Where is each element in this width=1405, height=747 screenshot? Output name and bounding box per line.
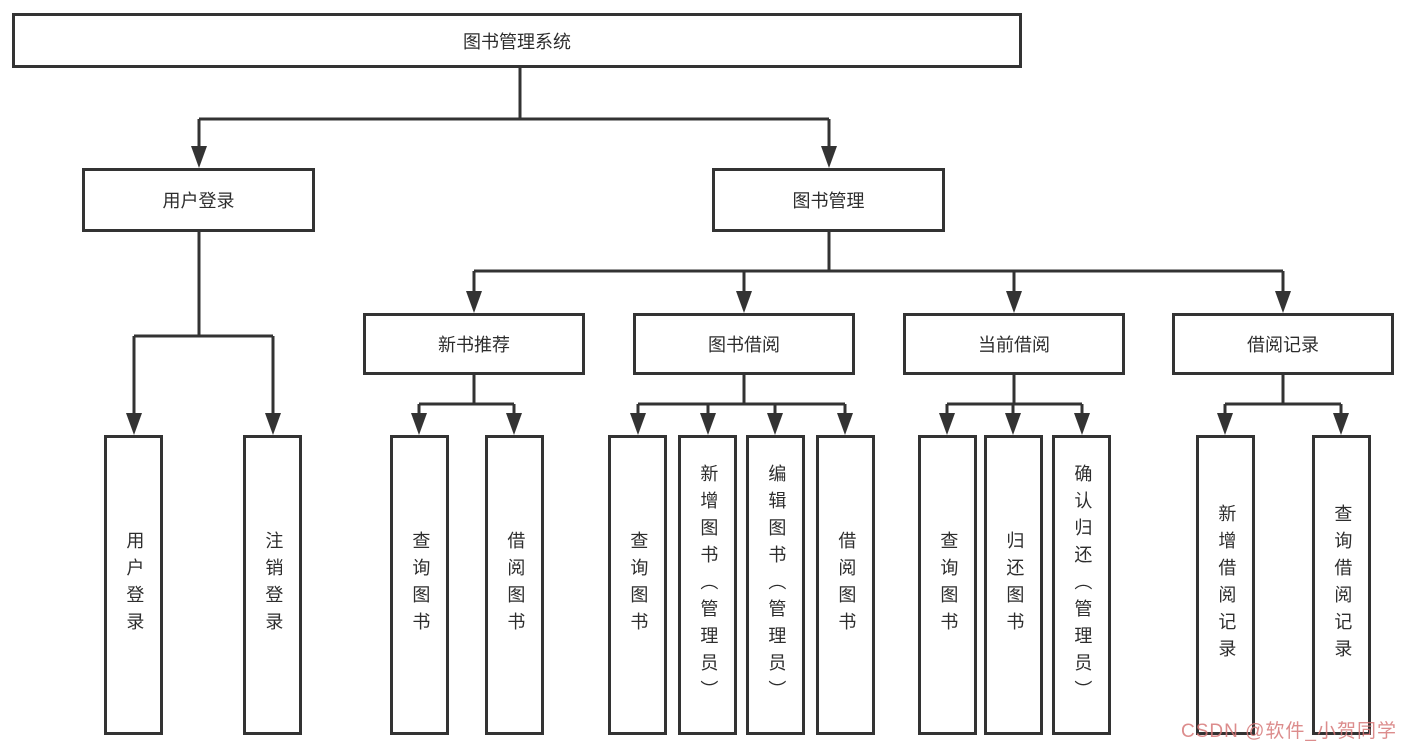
- leaf-recommend-borrow-books: 借阅图书: [485, 435, 544, 735]
- node-library-management-system: 图书管理系统: [12, 13, 1022, 68]
- leaf-current-confirm-return-admin: 确认归还（管理员）: [1052, 435, 1111, 735]
- leaf-label: 新增借阅记录: [1216, 504, 1237, 666]
- node-new-book-recommend: 新书推荐: [363, 313, 585, 375]
- connector-recommend: [411, 375, 522, 435]
- connector-borrow: [630, 375, 853, 435]
- leaf-borrow-add-books-admin: 新增图书（管理员）: [678, 435, 737, 735]
- leaf-label: 查询图书: [410, 531, 431, 639]
- leaf-label: 查询图书: [628, 531, 649, 639]
- node-borrow-record: 借阅记录: [1172, 313, 1394, 375]
- node-label: 图书借阅: [708, 335, 780, 355]
- leaf-current-query-books: 查询图书: [918, 435, 977, 735]
- node-user-login: 用户登录: [82, 168, 315, 232]
- leaf-logout: 注销登录: [243, 435, 302, 735]
- connector-manage: [466, 232, 1291, 313]
- leaf-label: 新增图书（管理员）: [698, 463, 719, 707]
- node-label: 新书推荐: [438, 335, 510, 355]
- leaf-borrow-borrow-books: 借阅图书: [816, 435, 875, 735]
- leaf-borrow-edit-books-admin: 编辑图书（管理员）: [746, 435, 805, 735]
- leaf-current-return-books: 归还图书: [984, 435, 1043, 735]
- node-current-borrow: 当前借阅: [903, 313, 1125, 375]
- leaf-label: 编辑图书（管理员）: [766, 463, 787, 707]
- leaf-label: 查询图书: [938, 531, 959, 639]
- leaf-query-borrow-record: 查询借阅记录: [1312, 435, 1371, 735]
- csdn-watermark: CSDN @软件_小贺同学: [1181, 721, 1397, 742]
- node-label: 当前借阅: [978, 335, 1050, 355]
- leaf-recommend-query-books: 查询图书: [390, 435, 449, 735]
- node-label: 用户登录: [162, 191, 235, 211]
- leaf-add-borrow-record: 新增借阅记录: [1196, 435, 1255, 735]
- connector-root: [191, 68, 837, 168]
- leaf-label: 确认归还（管理员）: [1072, 463, 1093, 707]
- leaf-label: 查询借阅记录: [1332, 504, 1353, 666]
- leaf-label: 用户登录: [124, 531, 145, 639]
- leaf-label: 借阅图书: [505, 531, 526, 639]
- leaf-label: 归还图书: [1004, 531, 1025, 639]
- leaf-label: 借阅图书: [836, 531, 857, 639]
- leaf-borrow-query-books: 查询图书: [608, 435, 667, 735]
- connector-login: [126, 232, 281, 435]
- node-label: 图书管理系统: [463, 31, 571, 52]
- leaf-label: 注销登录: [263, 531, 284, 639]
- connector-current: [939, 375, 1090, 435]
- node-book-management: 图书管理: [712, 168, 945, 232]
- connector-record: [1217, 375, 1349, 435]
- node-label: 借阅记录: [1247, 335, 1319, 355]
- leaf-user-login: 用户登录: [104, 435, 163, 735]
- node-book-borrow: 图书借阅: [633, 313, 855, 375]
- node-label: 图书管理: [792, 191, 865, 211]
